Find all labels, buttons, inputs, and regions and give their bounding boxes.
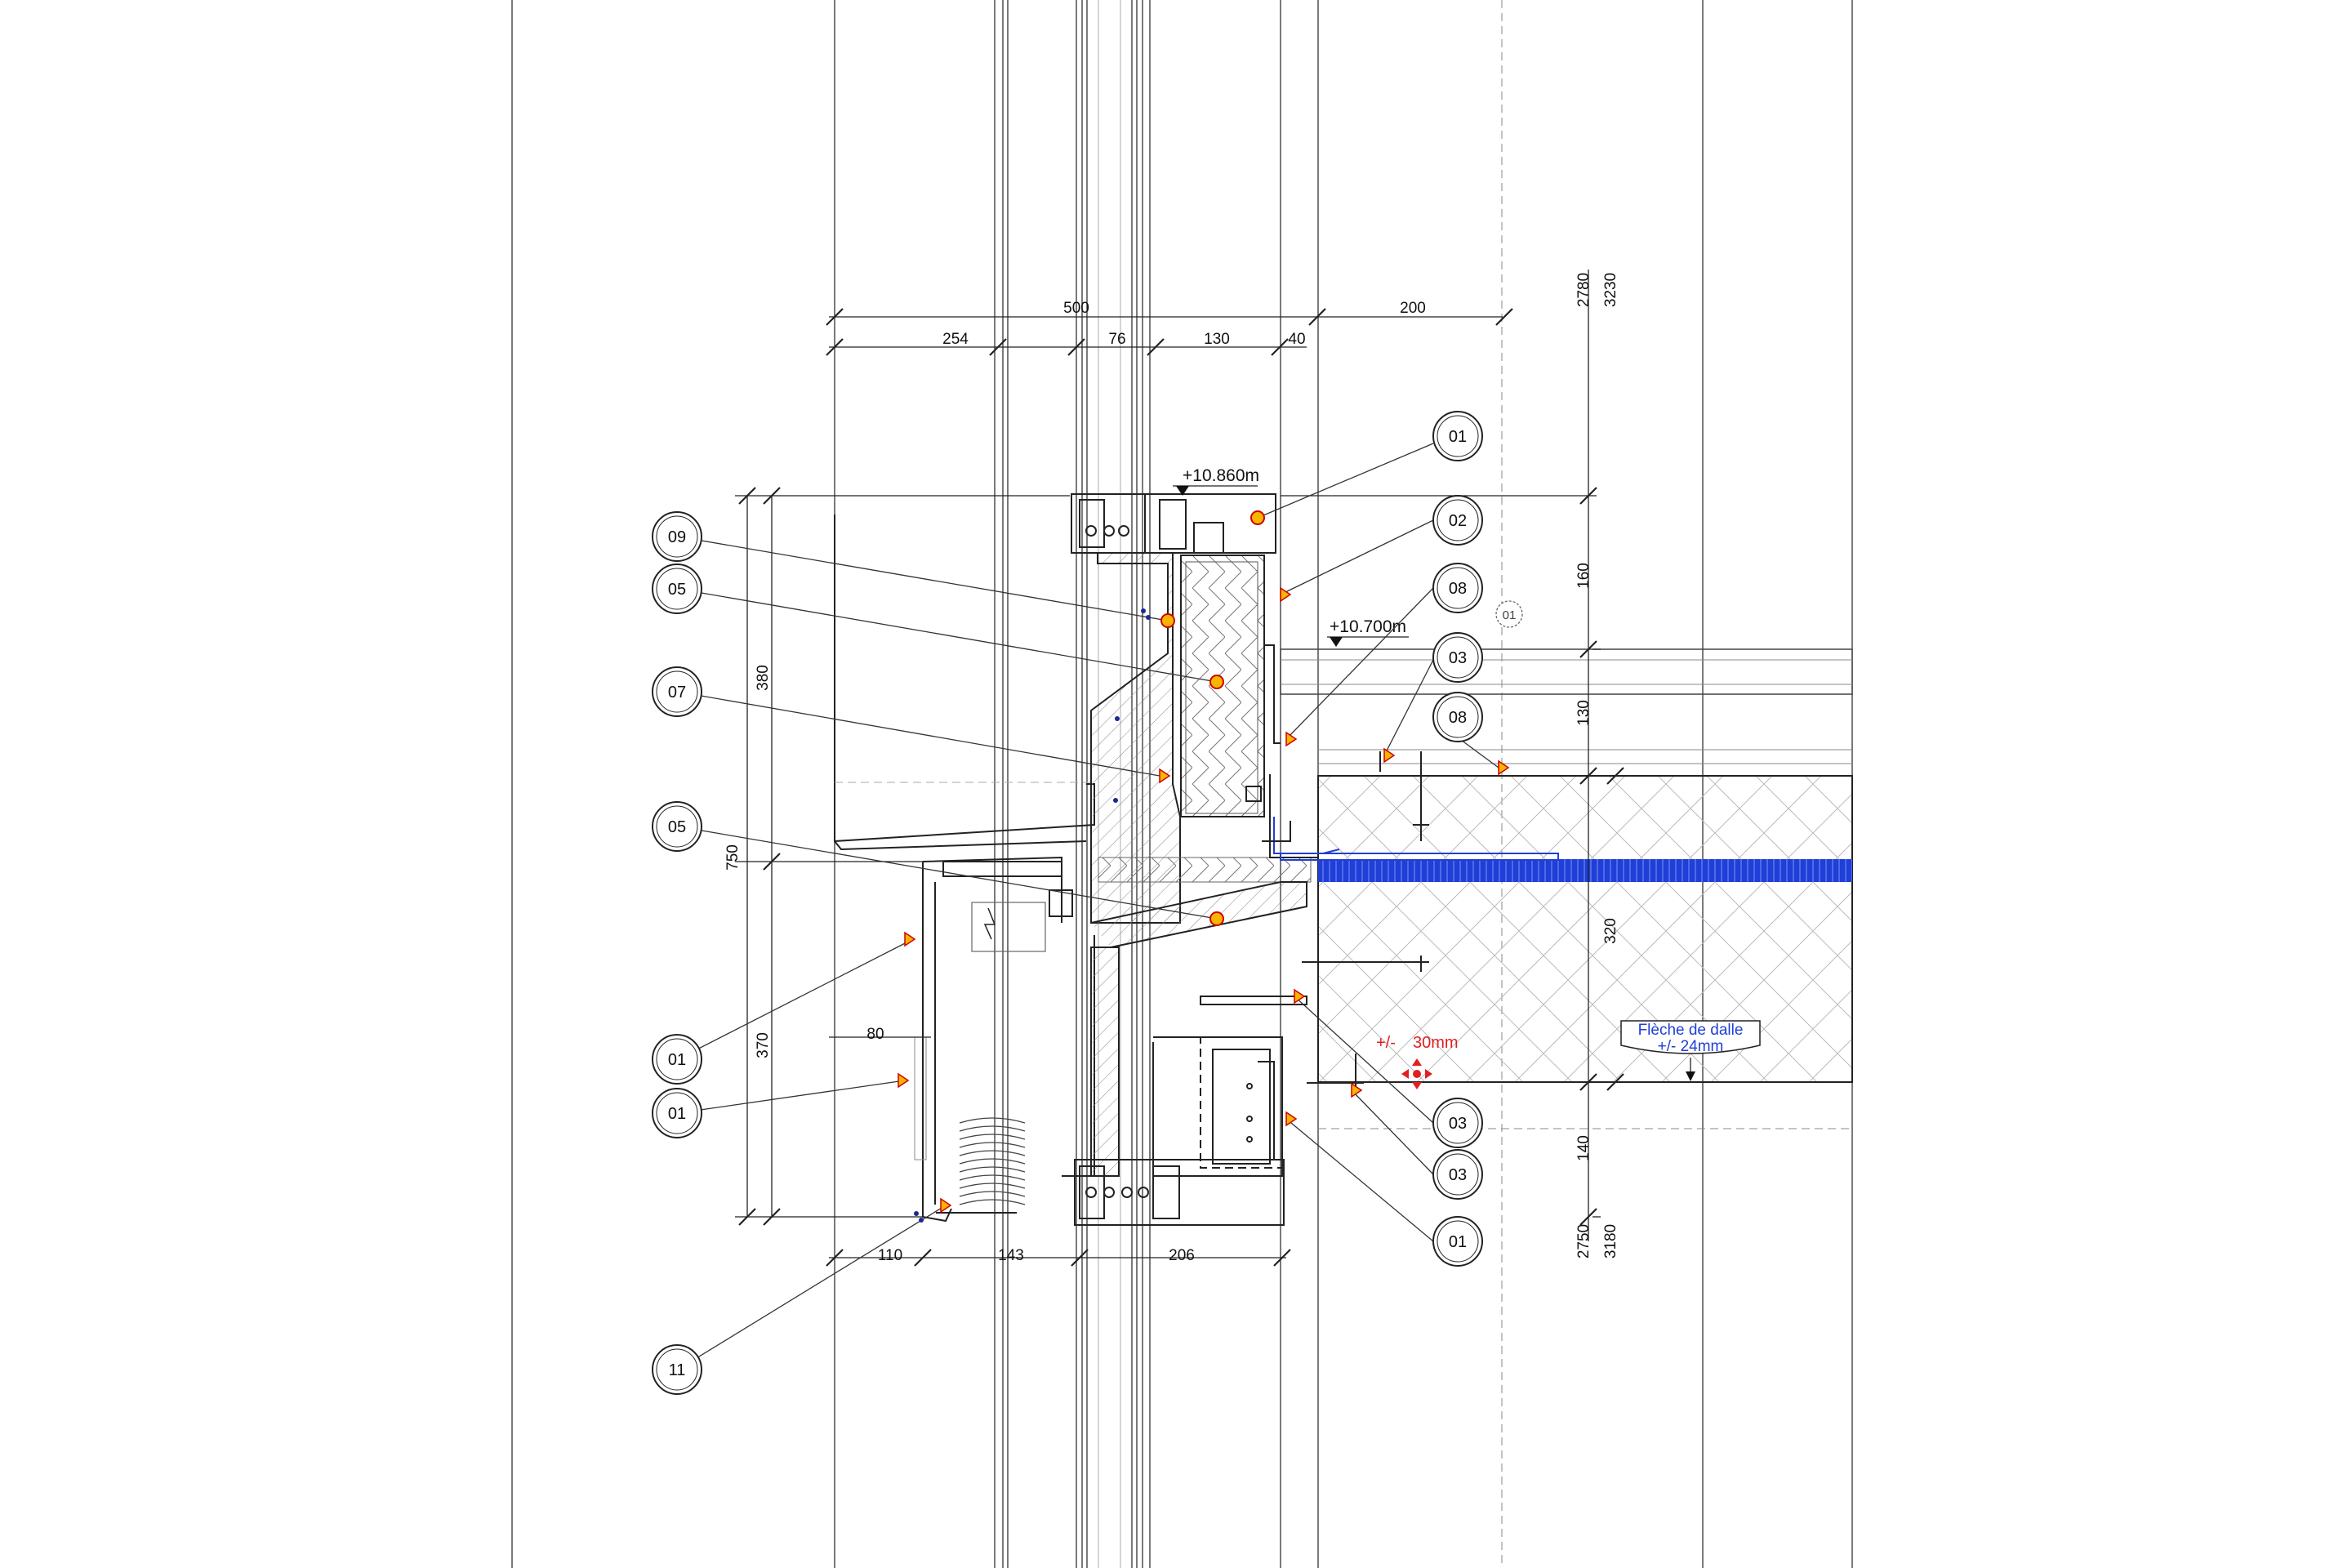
marker-triangle-icon	[1280, 586, 1292, 603]
dim-top-segment-2: 76	[1108, 331, 1125, 348]
tag-right-2: 02	[1432, 495, 1483, 546]
tag-left-2: 05	[652, 564, 702, 614]
tag-left-5: 01	[652, 1034, 702, 1085]
tag-right-8-label: 01	[1449, 1233, 1467, 1251]
spandrel-assembly	[1062, 552, 1312, 1177]
marker-triangle-icon	[1159, 768, 1171, 784]
tag-left-4-label: 05	[668, 818, 686, 836]
tag-right-1: 01	[1432, 411, 1483, 461]
tolerance-prefix: +/-	[1376, 1034, 1396, 1052]
tag-right-7: 03	[1432, 1149, 1483, 1200]
tag-right-3: 08	[1432, 563, 1483, 613]
dim-top-overall: 500	[1063, 300, 1089, 317]
callout-tags-right: 01 02 08 03 08 03 03	[1432, 411, 1483, 1267]
marker-triangle-icon	[940, 1197, 952, 1214]
section-reference-label: 01	[1503, 608, 1517, 622]
dimension-text: 500 254 76 130 40 200 110 143 206 80 750…	[724, 273, 1619, 1264]
tag-right-6-label: 03	[1449, 1115, 1467, 1133]
marker-triangle-icon	[1285, 1111, 1298, 1127]
dim-top-segment-3: 130	[1204, 331, 1230, 348]
dim-right-top-a: 2780	[1575, 273, 1592, 307]
tag-left-7-label: 11	[669, 1361, 686, 1379]
callout-tags-left: 09 05 07 05 01 01 11	[652, 511, 702, 1395]
dim-right-bottom-a: 2750	[1575, 1224, 1592, 1258]
tag-left-3-label: 07	[668, 684, 686, 702]
tag-right-4: 03	[1432, 632, 1483, 683]
tag-left-5-label: 01	[668, 1051, 686, 1069]
marker-triangle-icon	[1351, 1082, 1363, 1098]
tag-left-1-label: 09	[668, 528, 686, 546]
dim-left-upper: 380	[755, 665, 772, 691]
level-triangle-icon	[1176, 486, 1189, 496]
level-slab: +10.700m	[1330, 617, 1406, 636]
upper-window-frame	[1071, 493, 1276, 554]
deflection-callout: Flèche de dalle +/- 24mm	[1620, 1020, 1761, 1081]
slab-edge-bracket	[1152, 996, 1364, 1177]
dim-top-segment-4: 40	[1288, 331, 1305, 348]
dimension-lines	[735, 270, 1624, 1267]
callout-markers	[898, 510, 1510, 1223]
tag-right-2-label: 02	[1449, 512, 1467, 530]
tag-left-6-label: 01	[668, 1105, 686, 1123]
tag-left-2-label: 05	[668, 581, 686, 599]
tag-right-1-label: 01	[1449, 428, 1467, 446]
tag-right-6: 03	[1432, 1098, 1483, 1148]
tag-right-5-label: 08	[1449, 709, 1467, 727]
marker-triangle-icon	[904, 931, 916, 947]
move-arrows-icon	[1401, 1058, 1432, 1089]
dim-bottom-segment-1: 110	[878, 1247, 902, 1264]
marker-dot-icon	[1250, 510, 1265, 525]
section-reference-tag: 01	[1495, 600, 1523, 628]
dim-left-lower: 370	[755, 1032, 772, 1058]
dim-right-bottom-b: 3180	[1602, 1224, 1619, 1258]
water-drop-icon	[914, 608, 1151, 1223]
dim-right-segment-4: 140	[1575, 1135, 1592, 1161]
marker-triangle-icon	[1285, 731, 1298, 747]
tag-right-8: 01	[1432, 1216, 1483, 1267]
dim-right-segment-2: 130	[1575, 700, 1592, 726]
marker-triangle-icon	[1294, 988, 1306, 1004]
blind-box	[914, 856, 1073, 1223]
dim-right-segment-3: 320	[1602, 918, 1619, 944]
cladding-panel	[834, 514, 1095, 851]
marker-dot-icon	[1209, 675, 1224, 689]
marker-triangle-icon	[1498, 760, 1510, 776]
dim-left-overall: 750	[724, 844, 742, 871]
dim-right-segment-1: 160	[1575, 563, 1592, 589]
marker-dot-icon	[1160, 613, 1175, 628]
tag-left-6: 01	[652, 1088, 702, 1138]
tag-right-7-label: 03	[1449, 1166, 1467, 1184]
dim-bottom-segment-2: 143	[998, 1247, 1024, 1264]
tag-left-3: 07	[652, 666, 702, 717]
tolerance-value: 30mm	[1413, 1034, 1459, 1052]
tag-left-1: 09	[652, 511, 702, 562]
marker-dot-icon	[1209, 911, 1224, 926]
tag-right-5: 08	[1432, 692, 1483, 742]
dim-top-segment-5: 200	[1400, 300, 1426, 317]
tolerance-note: +/- 30mm	[1376, 1034, 1459, 1089]
dim-right-top-b: 3230	[1602, 273, 1619, 307]
level-markers: +10.860m +10.700m	[1173, 466, 1409, 647]
floor-slab	[1245, 648, 1853, 1129]
dim-top-segment-1: 254	[942, 331, 969, 348]
tag-right-4-label: 03	[1449, 649, 1467, 667]
dim-inner-width: 80	[866, 1026, 884, 1043]
tag-left-4: 05	[652, 801, 702, 852]
dim-bottom-segment-3: 206	[1169, 1247, 1195, 1264]
level-upper: +10.860m	[1183, 466, 1259, 485]
lower-window-frame	[1074, 1159, 1285, 1226]
marker-triangle-icon	[1383, 747, 1396, 764]
marker-triangle-icon	[898, 1072, 910, 1089]
level-triangle-icon	[1330, 637, 1343, 647]
deflection-line-1: Flèche de dalle	[1638, 1022, 1744, 1039]
tag-right-3-label: 08	[1449, 580, 1467, 598]
deflection-line-2: +/- 24mm	[1658, 1038, 1724, 1055]
tag-left-7: 11	[652, 1344, 702, 1395]
leader-lines	[677, 443, 1499, 1370]
